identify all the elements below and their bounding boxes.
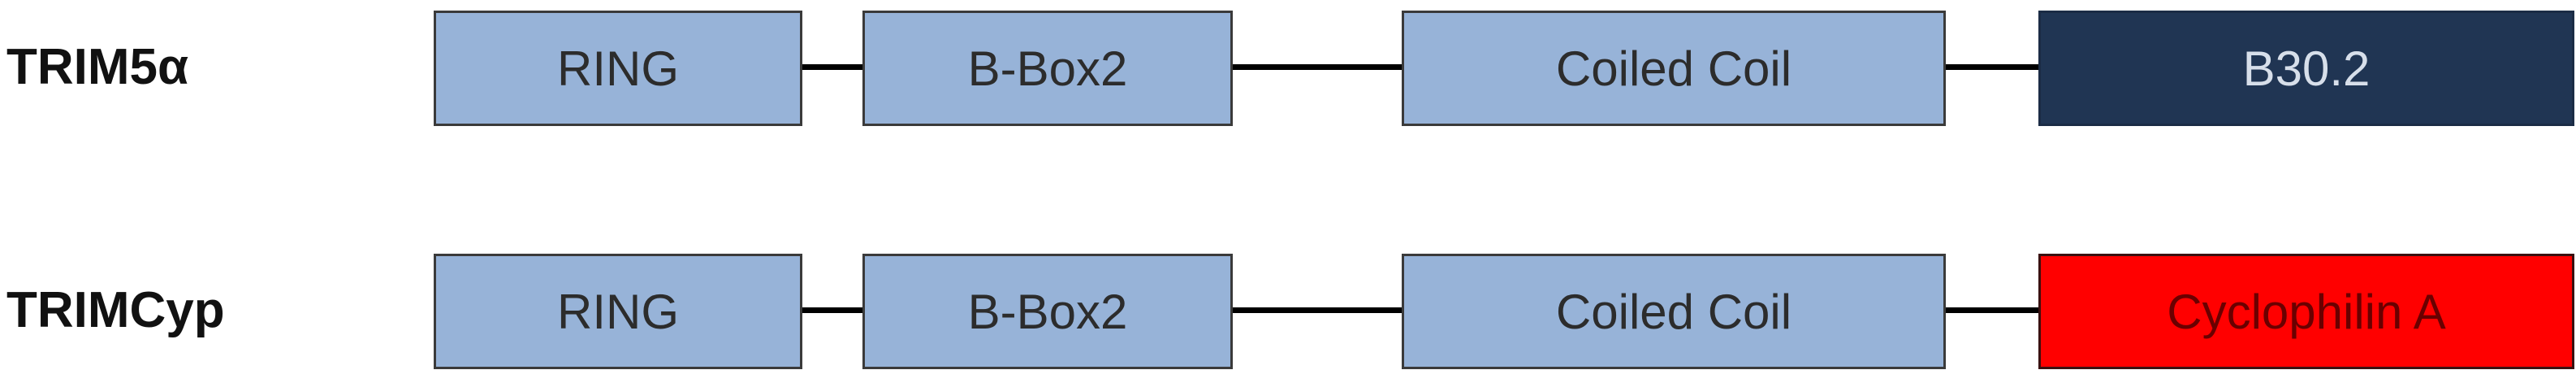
linker-line — [1941, 64, 2038, 70]
domain-cyclophilin-a: Cyclophilin A — [2038, 254, 2574, 369]
domain-b30-2: B30.2 — [2038, 11, 2574, 126]
domain-b-box2: B-Box2 — [862, 11, 1233, 126]
protein-row-trim5a: TRIM5α RING B-Box2 Coiled Coil B30.2 — [0, 11, 2576, 126]
linker-line — [1228, 64, 1402, 70]
protein-name-label: TRIMCyp — [6, 282, 225, 338]
protein-name-label: TRIM5α — [6, 39, 189, 95]
protein-row-trimcyp: TRIMCyp RING B-Box2 Coiled Coil Cyclophi… — [0, 254, 2576, 369]
linker-line — [797, 64, 862, 70]
domain-ring: RING — [434, 11, 802, 126]
domain-coiled-coil: Coiled Coil — [1402, 254, 1946, 369]
domain-b-box2: B-Box2 — [862, 254, 1233, 369]
domain-ring: RING — [434, 254, 802, 369]
linker-line — [1228, 307, 1402, 313]
linker-line — [797, 307, 862, 313]
linker-line — [1941, 307, 2038, 313]
domain-coiled-coil: Coiled Coil — [1402, 11, 1946, 126]
